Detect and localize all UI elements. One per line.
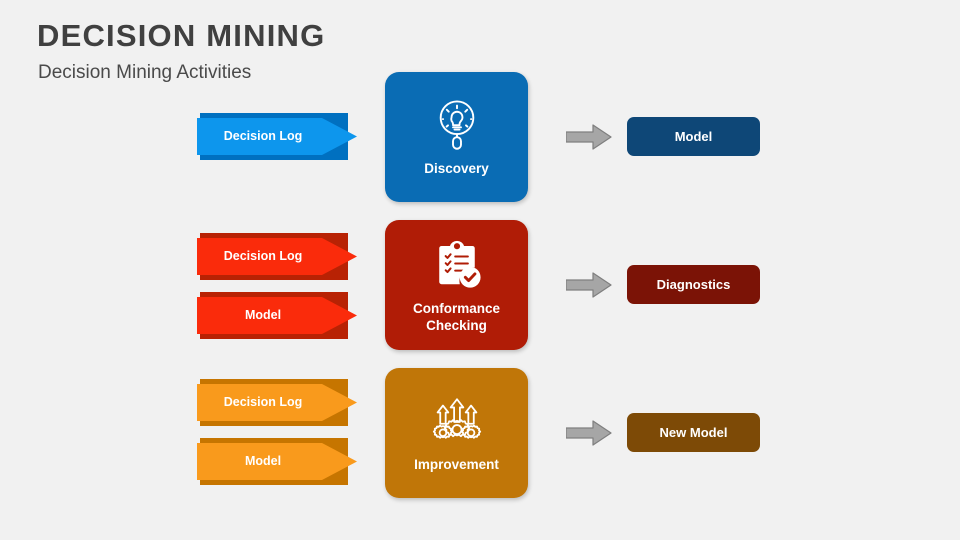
activity-card-discovery[interactable]: Discovery bbox=[385, 72, 528, 202]
input-label: Model bbox=[244, 454, 282, 469]
activity-card-label: Discovery bbox=[424, 161, 489, 177]
gears-up-arrows-icon bbox=[432, 398, 481, 440]
input-chevron-model-improvement[interactable]: Model bbox=[197, 438, 357, 485]
page-title: DECISION MINING bbox=[37, 18, 326, 53]
input-chevron-decision-log-conformance[interactable]: Decision Log bbox=[197, 233, 357, 280]
chevron-body: Decision Log bbox=[197, 238, 357, 275]
magnifier-lightbulb-icon bbox=[439, 100, 474, 151]
connector-arrow-discovery bbox=[566, 124, 612, 150]
output-pill-model-discovery[interactable]: Model bbox=[627, 117, 760, 156]
chevron-body: Decision Log bbox=[197, 118, 357, 155]
chevron-body: Model bbox=[197, 443, 357, 480]
output-label: New Model bbox=[659, 425, 728, 440]
output-pill-diagnostics[interactable]: Diagnostics bbox=[627, 265, 760, 304]
activity-card-label: Conformance Checking bbox=[412, 301, 500, 333]
activity-card-label: Improvement bbox=[414, 457, 499, 473]
input-chevron-decision-log-improvement[interactable]: Decision Log bbox=[197, 379, 357, 426]
activity-card-improvement[interactable]: Improvement bbox=[385, 368, 528, 498]
output-label: Model bbox=[674, 129, 713, 144]
clipboard-check-icon bbox=[438, 241, 481, 288]
input-label: Model bbox=[244, 308, 282, 323]
chevron-body: Decision Log bbox=[197, 384, 357, 421]
output-label: Diagnostics bbox=[656, 277, 731, 292]
input-label: Decision Log bbox=[223, 249, 303, 264]
activity-card-conformance-checking[interactable]: Conformance Checking bbox=[385, 220, 528, 350]
input-chevron-model-conformance[interactable]: Model bbox=[197, 292, 357, 339]
connector-arrow-conformance bbox=[566, 272, 612, 298]
output-pill-new-model[interactable]: New Model bbox=[627, 413, 760, 452]
input-label: Decision Log bbox=[223, 129, 303, 144]
page-subtitle: Decision Mining Activities bbox=[38, 62, 252, 83]
input-chevron-decision-log-discovery[interactable]: Decision Log bbox=[197, 113, 357, 160]
connector-arrow-improvement bbox=[566, 420, 612, 446]
chevron-body: Model bbox=[197, 297, 357, 334]
input-label: Decision Log bbox=[223, 395, 303, 410]
